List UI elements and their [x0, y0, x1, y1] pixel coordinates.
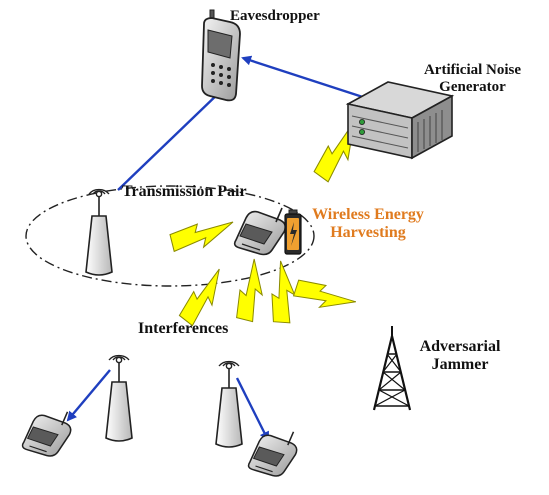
- transmission-pair-label: Transmission Pair: [122, 183, 247, 200]
- noise-to-eavesdropper-arrow: [241, 55, 373, 102]
- lightning-bolt-icon: [289, 269, 357, 327]
- jammer-label-line1: Adversarial: [419, 338, 501, 355]
- flip-phone-icon: [21, 411, 72, 457]
- antenna-tower-icon: [215, 360, 243, 448]
- eavesdropper-label: Eavesdropper: [230, 8, 320, 24]
- artificial-noise-label-line2: Generator: [439, 79, 506, 96]
- lightning-bolt-icon: [169, 221, 234, 252]
- antenna-tower-icon: [85, 188, 113, 276]
- battery-icon: [284, 209, 302, 255]
- artificial-noise-generator-label: Artificial Noise Generator: [400, 62, 545, 97]
- adversarial-jammer-label: Adversarial Jammer: [400, 338, 520, 375]
- flip-phone-icon: [247, 431, 298, 477]
- jammer-label-line2: Jammer: [431, 356, 489, 374]
- lightning-bolt-icon: [225, 258, 280, 326]
- server-rack-icon: [345, 81, 455, 160]
- flip-phone-icon: [233, 207, 287, 256]
- interferences-label: Interferences: [138, 320, 229, 337]
- mobile-phone-icon: [201, 9, 241, 102]
- artificial-noise-label-line1: Artificial Noise: [423, 62, 522, 78]
- interferer-right-link-arrow: [235, 377, 270, 442]
- antenna-tower-icon: [105, 354, 133, 442]
- transmission-region-ellipse: [25, 185, 315, 287]
- energy-label-line2: Harvesting: [330, 224, 406, 242]
- energy-label-line1: Wireless Energy: [312, 206, 424, 223]
- wireless-energy-harvesting-label: Wireless Energy Harvesting: [303, 206, 433, 243]
- tx-to-eavesdropper-arrow: [117, 88, 224, 191]
- lattice-jammer-tower-icon: [372, 326, 412, 411]
- interferer-left-link-arrow: [66, 369, 111, 422]
